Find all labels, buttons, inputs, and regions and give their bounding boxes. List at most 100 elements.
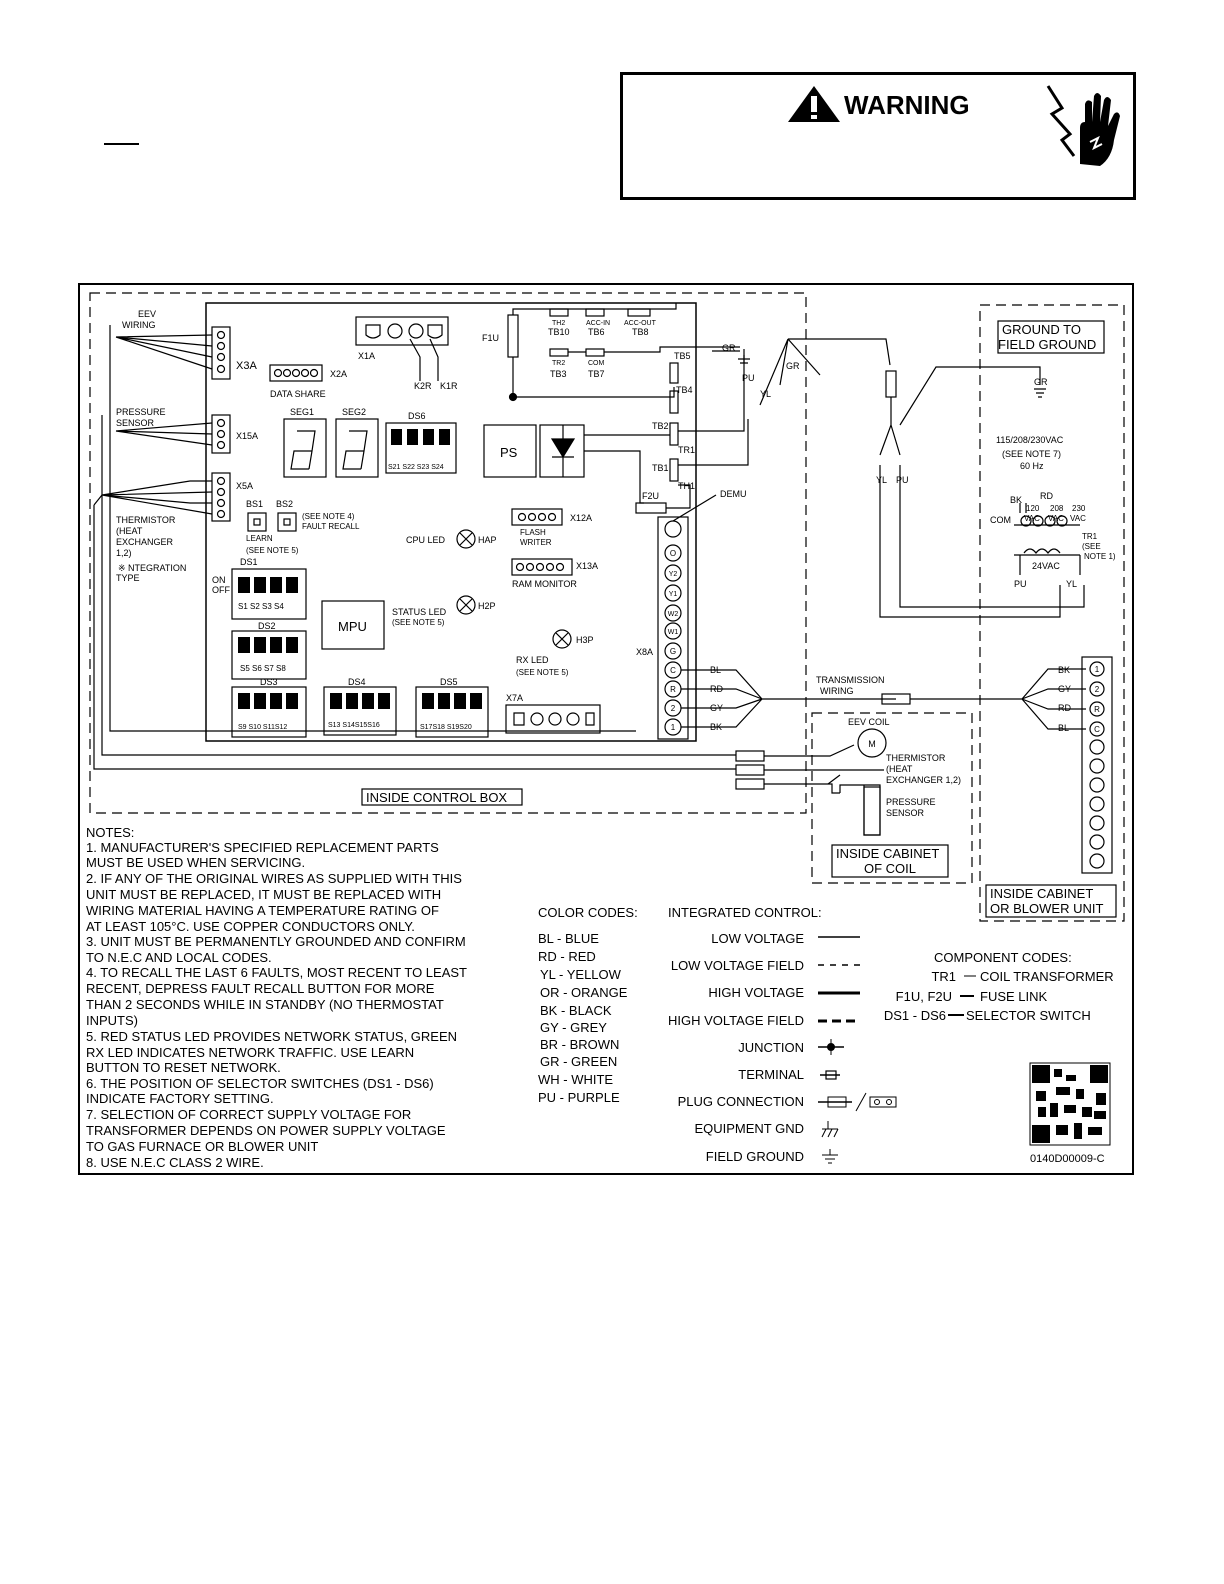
notes-line: MUST BE USED WHEN SERVICING. [86,855,305,870]
k2r-label: K2R [414,381,432,391]
notes-line: AT LEAST 105°C. USE COPPER CONDUCTORS ON… [86,919,415,934]
tr2-label: TR2 [552,360,565,367]
x15a-connector [211,414,231,454]
part-number: 0140D00009-C [1030,1153,1105,1165]
ds4-switch [323,686,397,736]
right-term-2: 2 [1095,685,1100,694]
right-term-r: R [1094,705,1100,714]
notes-line: INDICATE FACTORY SETTING. [86,1091,274,1106]
thermistor-hx-label-3: EXCHANGER [116,537,174,547]
x15a-label: X15A [236,431,258,441]
inside-control-box-outline [89,292,807,814]
gr-label-2: GR [786,361,800,371]
wiring-diagram-svg: EEV WIRING X3A X1A X2A DATA SHARE K2R K1… [86,292,1125,1170]
notes-line: RECENT, DEPRESS FAULT RECALL BUTTON FOR … [86,981,435,996]
hz-label: 60 Hz [1020,461,1044,471]
thermistor-hx-label-4: 1,2) [116,548,132,558]
inside-cabinet-blower-outline [979,304,1125,922]
integrated-control-title: INTEGRATED CONTROL: [668,905,822,920]
demu-label: DEMU [720,489,747,499]
warning-triangle-icon [788,86,840,122]
ds3-label: DS3 [260,677,278,687]
x3a-label: X3A [236,360,257,372]
x8a-term-w2: W2 [668,611,679,618]
qr-code [1029,1062,1111,1146]
gy-label: GY [710,703,723,713]
yl-label-field: YL [876,475,887,485]
ground-plug [885,370,897,398]
notes-line: THAN 2 SECONDS WHILE IN STANDBY (NO THER… [86,997,444,1012]
mpu-chip [321,600,385,650]
cpu-led [456,529,476,549]
rd-label-right: RD [1058,703,1071,713]
x8a-label: X8A [636,647,653,657]
x12a-connector [511,508,563,526]
x2a-label: X2A [330,369,347,379]
transmission-label: TRANSMISSION [816,675,885,685]
tb2-label: TB2 [652,421,669,431]
x7a-label: X7A [506,693,523,703]
see-note5-label: (SEE NOTE 5) [246,546,299,555]
legend-item: PLUG CONNECTION [678,1094,804,1109]
bs2-fault-recall-button [277,512,297,532]
bl-label-right: BL [1058,723,1069,733]
color-code: GR - GREEN [540,1054,617,1069]
v208-vac-label: VAC [1048,514,1064,523]
tb5-label: TB5 [674,351,691,361]
pressure-sensor-label-1: PRESSURE [116,407,166,417]
see-note5c-label: (SEE NOTE 5) [516,668,569,677]
x13a-label: X13A [576,561,598,571]
yl-label: YL [760,389,771,399]
th2-label: TH2 [552,320,565,327]
ds1-label: DS1 [240,557,258,567]
seg1-display [283,418,327,478]
underline-mark [104,143,139,145]
writer-label: WRITER [520,538,552,547]
see-note4-label: (SEE NOTE 4) [302,512,355,521]
warning-header: WARNING [786,84,986,124]
seg2-display [335,418,379,478]
notes-line: RX LED INDICATES NETWORK TRAFFIC. USE LE… [86,1045,414,1060]
com-small-label: COM [588,360,605,367]
ps-module [483,424,537,478]
eev-coil-motor [857,728,887,758]
vac24-label: 24VAC [1032,561,1060,571]
eev-label-1: EEV [138,309,156,319]
x1a-connector [355,316,449,346]
tr1-note-label-1: TR1 [1082,532,1098,541]
bs2-label: BS2 [276,499,293,509]
legend-item: JUNCTION [738,1040,804,1055]
tb2-terminal [669,422,679,446]
x8a-term-y1: Y1 [669,591,678,598]
warning-box [620,72,1136,200]
x8a-term-w1: W1 [668,629,679,636]
ds4-label: DS4 [348,677,366,687]
tb4-terminal [669,390,679,414]
bk-label-tr: BK [1010,495,1022,505]
inside-control-box-label: INSIDE CONTROL BOX [366,790,507,805]
inside-cabinet-coil-label-box [831,844,949,878]
pressure-coil-label-1: PRESSURE [886,797,936,807]
x7a-connector [505,704,601,734]
ds5-switches-label: S17S18 S19S20 [420,724,472,731]
tb7-label: TB7 [588,369,605,379]
x8a-term-y2: Y2 [669,571,678,578]
h2p-label: H2P [478,601,496,611]
status-led-label: STATUS LED [392,607,447,617]
pu-label: PU [742,373,755,383]
wiring-diagram: EEV WIRING X3A X1A X2A DATA SHARE K2R K1… [78,283,1134,1175]
x8a-term-1: 1 [671,723,676,732]
ds6-label: DS6 [408,411,426,421]
inside-cabinet-coil-label-2: OF COIL [864,861,916,876]
bk-label: BK [710,722,722,732]
acc-out-label: ACC-OUT [624,320,657,327]
notes-line: 3. UNIT MUST BE PERMANENTLY GROUNDED AND… [86,934,466,949]
component-codes-title: COMPONENT CODES: [934,950,1072,965]
yl-label-tr: YL [1066,579,1077,589]
gy-label-right: GY [1058,684,1071,694]
inside-cabinet-coil-label-1: INSIDE CABINET [836,846,939,861]
ds6-switch [385,422,457,474]
tb3-label: TB3 [550,369,567,379]
notes-line: 7. SELECTION OF CORRECT SUPPLY VOLTAGE F… [86,1107,411,1122]
tb10-label: TB10 [548,327,570,337]
